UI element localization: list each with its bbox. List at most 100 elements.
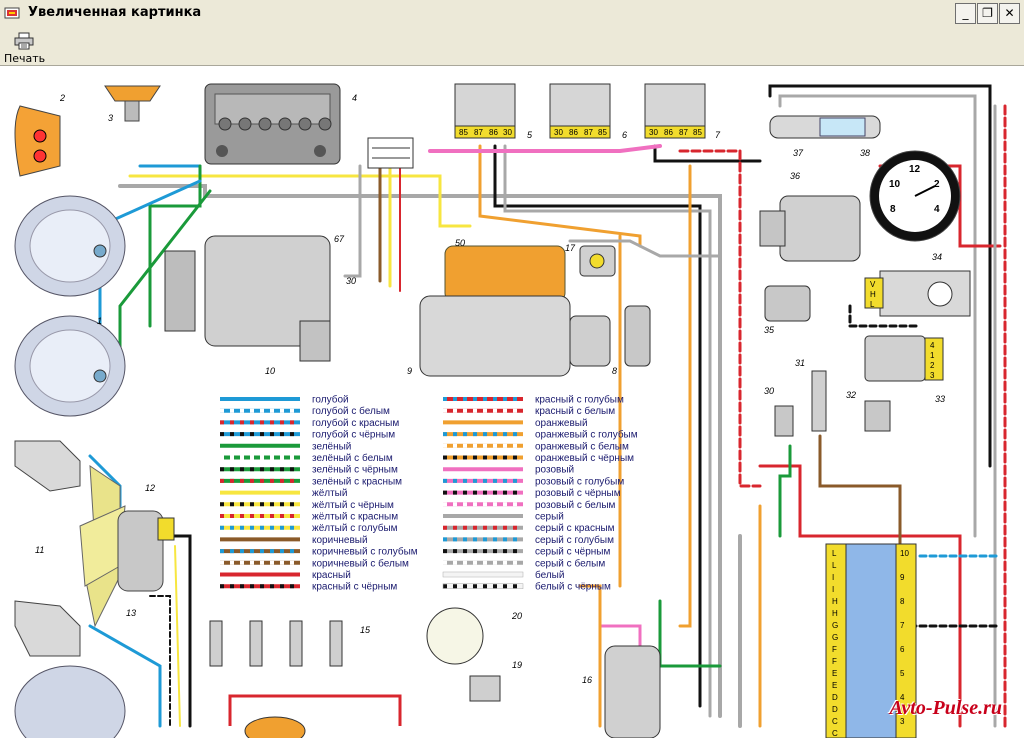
label-4: 4 — [352, 93, 357, 103]
fuse-number: 9 — [900, 573, 905, 582]
fuse-number: 10 — [900, 549, 909, 558]
label-34: 34 — [932, 252, 942, 262]
distributor-cap — [244, 716, 306, 738]
legend-label: зелёный с чёрным — [312, 465, 398, 476]
fuse-letter: L — [832, 549, 837, 558]
relay5-pin: 30 — [503, 128, 512, 137]
print-button[interactable]: Печать — [2, 30, 45, 65]
relay6-pin: 85 — [598, 128, 607, 137]
legend-label: серый с голубым — [535, 534, 614, 546]
fuse-number: 5 — [900, 669, 905, 678]
legend-label: голубой с белым — [312, 405, 390, 417]
diagram-labels: 2 3 4 5 6 7 8 9 10 1 11 12 13 15 16 17 1… — [35, 93, 945, 685]
relay6-pin: 86 — [569, 128, 578, 137]
relay6-pin: 30 — [554, 128, 563, 137]
title-bar[interactable]: Увеличенная картинка _ ❐ ✕ — [0, 0, 1024, 28]
relay6-pin: 87 — [584, 128, 593, 137]
label-10: 10 — [265, 366, 275, 376]
label-35: 35 — [764, 325, 775, 335]
fuse-letter: I — [832, 573, 834, 582]
fuse-letter: I — [832, 585, 834, 594]
fuse-box — [825, 543, 917, 738]
fuse-letter: G — [832, 633, 838, 642]
wire-bundles — [88, 84, 1007, 728]
legend-label: жёлтый с красным — [312, 512, 398, 523]
ignition-coil-16 — [604, 645, 661, 738]
legend-label: серый с красным — [535, 523, 615, 534]
label-8: 8 — [612, 366, 617, 376]
fuse-letter: E — [832, 681, 837, 690]
legend-label: коричневый с белым — [312, 557, 409, 569]
fuse-number: 3 — [900, 717, 905, 726]
fuse-letter: F — [832, 657, 837, 666]
window-title: Увеличенная картинка — [28, 5, 202, 20]
legend-label: красный с белым — [535, 405, 615, 417]
legend-label: белый — [535, 569, 564, 581]
spark-plugs-15 — [209, 620, 343, 667]
label-6: 6 — [622, 130, 627, 140]
minimize-icon: _ — [962, 6, 969, 20]
wiring-diagram-canvas: 2 3 4 5 6 7 8 9 10 1 11 12 13 15 16 17 1… — [0, 66, 1024, 738]
legend-label: коричневый с голубым — [312, 546, 418, 558]
legend-label: серый — [535, 512, 564, 523]
wiring-diagram: 2 3 4 5 6 7 8 9 10 1 11 12 13 15 16 17 1… — [14, 83, 1007, 738]
relay5-pin: 85 — [459, 128, 468, 137]
legend-label: зелёный с белым — [312, 452, 393, 464]
label-2: 2 — [59, 93, 65, 103]
fuse-letter: D — [832, 693, 838, 702]
toolbar: Печать — [0, 27, 1024, 66]
fuse-number: 8 — [900, 597, 905, 606]
gauge-number: 12 — [909, 164, 921, 175]
fuse-letter: E — [832, 669, 837, 678]
label-50: 50 — [455, 238, 465, 248]
battery — [204, 83, 341, 165]
relay-6 — [549, 83, 611, 139]
sensor-19-20 — [426, 607, 501, 702]
restore-icon: ❐ — [982, 6, 993, 20]
label-3: 3 — [108, 113, 113, 123]
relay7-pin: 30 — [649, 128, 658, 137]
conn33-pin: 4 — [930, 341, 935, 350]
label-11: 11 — [35, 545, 44, 555]
lamp-37 — [769, 115, 881, 139]
legend-label: жёлтый — [312, 488, 347, 499]
legend-swatch-outline — [442, 571, 524, 578]
fuse-number: 7 — [900, 621, 905, 630]
fuse-letter: D — [832, 705, 838, 714]
distributor-wire — [228, 694, 402, 726]
relay7-pin: 85 — [693, 128, 702, 137]
legend-label: голубой с чёрным — [312, 429, 395, 441]
close-button[interactable]: ✕ — [999, 3, 1020, 24]
legend-label: оранжевый с чёрным — [535, 453, 634, 464]
fuse-letter: H — [832, 597, 838, 606]
connector-33 — [864, 335, 944, 382]
horn-upper — [14, 440, 81, 492]
headlight-lower — [14, 315, 126, 417]
conn34-pin: H — [870, 290, 876, 299]
legend-label: розовый — [535, 465, 574, 476]
legend-label: зелёный — [312, 441, 351, 452]
gauge-number: 2 — [934, 179, 940, 190]
label-16: 16 — [582, 675, 592, 685]
maximize-button[interactable]: ❐ — [977, 3, 998, 24]
conn33-pin: 3 — [930, 371, 935, 380]
label-15: 15 — [360, 625, 371, 635]
label-37: 37 — [793, 148, 804, 158]
fuse-letter: H — [832, 609, 838, 618]
legend-label: красный с голубым — [535, 394, 624, 406]
switch-34 — [864, 270, 971, 317]
label-67: 67 — [334, 234, 345, 244]
relay5-pin: 86 — [489, 128, 498, 137]
minimize-button[interactable]: _ — [955, 3, 976, 24]
legend-label: розовый с чёрным — [535, 488, 621, 499]
sensor-30 — [774, 405, 794, 437]
alternator — [164, 235, 331, 362]
legend-label: голубой — [312, 394, 349, 406]
connector-block — [367, 137, 414, 169]
conn34-pin: L — [870, 300, 875, 309]
watermark: Avto-Pulse.ru — [889, 697, 1002, 719]
sensor-8 — [624, 305, 651, 367]
